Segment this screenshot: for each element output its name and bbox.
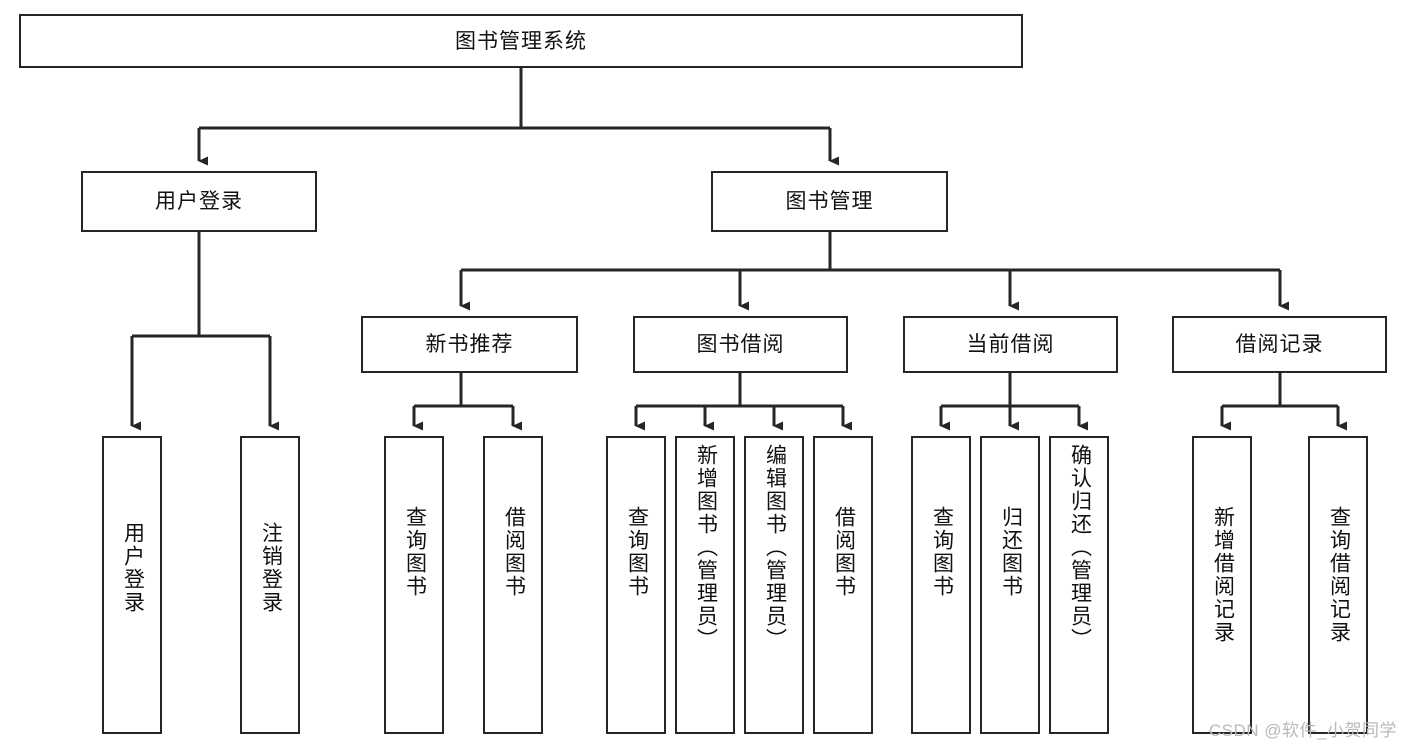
node-root-system-label: 图书管理系统 (455, 29, 587, 53)
leaf-book-borrow-2[interactable]: 编辑图书（管理员） (744, 436, 804, 734)
leaf-current-borrow-1-label: 归还图书 (999, 506, 1023, 598)
leaf-new-book-1-label: 借阅图书 (502, 506, 526, 598)
leaf-current-borrow-0-label: 查询图书 (930, 506, 954, 598)
leaf-user-login-1[interactable]: 注销登录 (240, 436, 300, 734)
leaf-book-borrow-2-label: 编辑图书（管理员） (763, 444, 787, 651)
node-book-management[interactable]: 图书管理 (711, 171, 948, 232)
node-new-book-recommend[interactable]: 新书推荐 (361, 316, 578, 373)
leaf-user-login-1-label: 注销登录 (259, 522, 283, 614)
leaf-book-borrow-1[interactable]: 新增图书（管理员） (675, 436, 735, 734)
leaf-current-borrow-2[interactable]: 确认归还（管理员） (1049, 436, 1109, 734)
leaf-current-borrow-0[interactable]: 查询图书 (911, 436, 971, 734)
leaf-borrow-record-1-label: 查询借阅记录 (1327, 506, 1351, 644)
leaf-user-login-0[interactable]: 用户登录 (102, 436, 162, 734)
leaf-new-book-1[interactable]: 借阅图书 (483, 436, 543, 734)
leaf-book-borrow-0[interactable]: 查询图书 (606, 436, 666, 734)
node-current-borrow[interactable]: 当前借阅 (903, 316, 1118, 373)
leaf-borrow-record-0[interactable]: 新增借阅记录 (1192, 436, 1252, 734)
leaf-book-borrow-0-label: 查询图书 (625, 506, 649, 598)
node-book-borrow-label: 图书借阅 (696, 333, 785, 356)
csdn-watermark: CSDN @软件_小贺同学 (1208, 721, 1397, 740)
leaf-borrow-record-0-label: 新增借阅记录 (1211, 506, 1235, 644)
leaf-current-borrow-1[interactable]: 归还图书 (980, 436, 1040, 734)
node-borrow-record[interactable]: 借阅记录 (1172, 316, 1387, 373)
node-borrow-record-label: 借阅记录 (1235, 333, 1324, 356)
leaf-user-login-0-label: 用户登录 (121, 522, 145, 614)
node-user-login-label: 用户登录 (155, 190, 243, 213)
node-root-system[interactable]: 图书管理系统 (19, 14, 1023, 68)
leaf-new-book-0[interactable]: 查询图书 (384, 436, 444, 734)
node-current-borrow-label: 当前借阅 (966, 333, 1055, 356)
leaf-current-borrow-2-label: 确认归还（管理员） (1068, 444, 1092, 651)
leaf-book-borrow-3[interactable]: 借阅图书 (813, 436, 873, 734)
node-new-book-recommend-label: 新书推荐 (425, 333, 514, 356)
leaf-borrow-record-1[interactable]: 查询借阅记录 (1308, 436, 1368, 734)
leaf-book-borrow-1-label: 新增图书（管理员） (694, 444, 718, 651)
leaf-new-book-0-label: 查询图书 (403, 506, 427, 598)
node-book-borrow[interactable]: 图书借阅 (633, 316, 848, 373)
leaf-book-borrow-3-label: 借阅图书 (832, 506, 856, 598)
node-user-login[interactable]: 用户登录 (81, 171, 317, 232)
node-book-management-label: 图书管理 (785, 190, 874, 213)
